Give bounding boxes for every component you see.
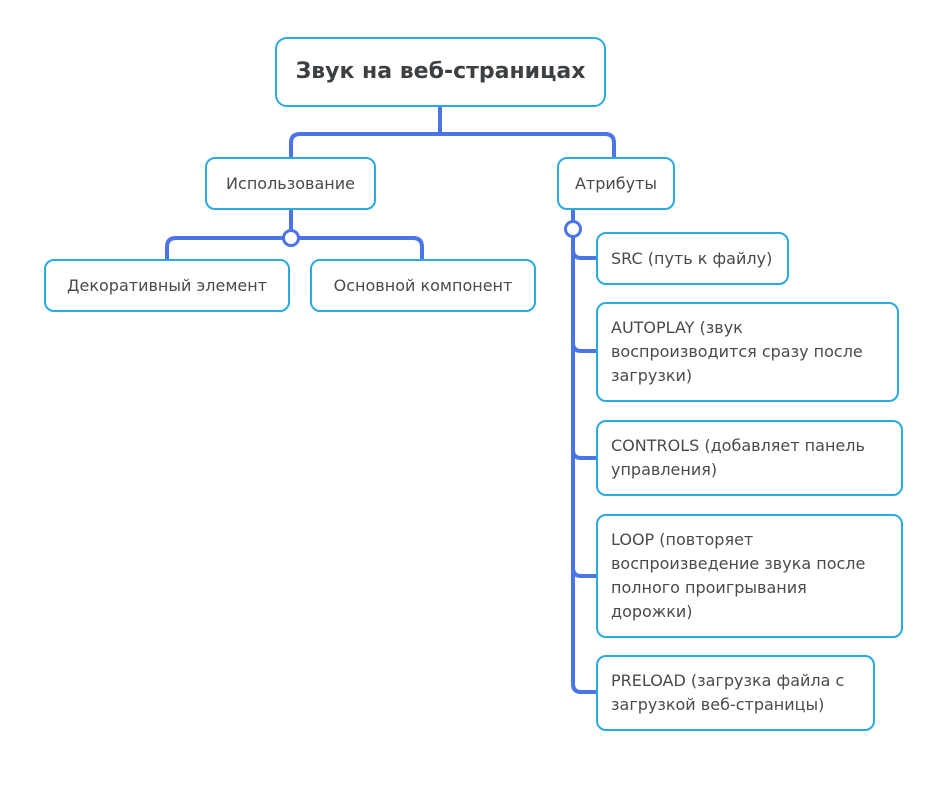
collapse-toggle-usage [282,229,300,247]
connector-usage-right [297,236,424,261]
leaf-node-decorative[interactable]: Декоративный элемент [44,259,290,312]
leaf-node-loop-label: LOOP (повторяет воспроизведение звука по… [611,530,866,621]
leaf-node-loop[interactable]: LOOP (повторяет воспроизведение звука по… [596,514,903,638]
connector-attr-src [571,248,598,260]
leaf-node-autoplay[interactable]: AUTOPLAY (звук воспроизводится сразу пос… [596,302,899,402]
branch-node-attributes[interactable]: Атрибуты [557,157,675,210]
collapse-toggle-attributes [564,220,582,238]
branch-node-usage[interactable]: Использование [205,157,376,210]
leaf-node-main-component-label: Основной компонент [333,275,513,295]
root-node-label: Звук на веб-страницах [295,59,586,84]
leaf-node-controls[interactable]: CONTROLS (добавляет панель управления) [596,420,903,496]
connector-root-left [289,132,442,159]
leaf-node-src[interactable]: SRC (путь к файлу) [596,232,789,285]
connector-attrs-spine [571,235,598,694]
branch-node-usage-label: Использование [226,173,355,193]
connector-attr-loop [571,566,598,578]
leaf-node-preload-label: PRELOAD (загрузка файла с загрузкой веб-… [611,671,845,714]
root-node[interactable]: Звук на веб-страницах [275,37,606,107]
leaf-node-src-label: SRC (путь к файлу) [611,248,773,268]
leaf-node-preload[interactable]: PRELOAD (загрузка файла с загрузкой веб-… [596,655,875,731]
leaf-node-decorative-label: Декоративный элемент [66,275,268,295]
branch-node-attributes-label: Атрибуты [574,173,658,193]
connector-usage-left [165,236,284,261]
connector-root-right [438,132,616,159]
leaf-node-main-component[interactable]: Основной компонент [310,259,536,312]
connector-attr-controls [571,448,598,460]
leaf-node-autoplay-label: AUTOPLAY (звук воспроизводится сразу пос… [611,318,863,385]
connector-attr-autoplay [571,341,598,353]
leaf-node-controls-label: CONTROLS (добавляет панель управления) [611,436,865,479]
